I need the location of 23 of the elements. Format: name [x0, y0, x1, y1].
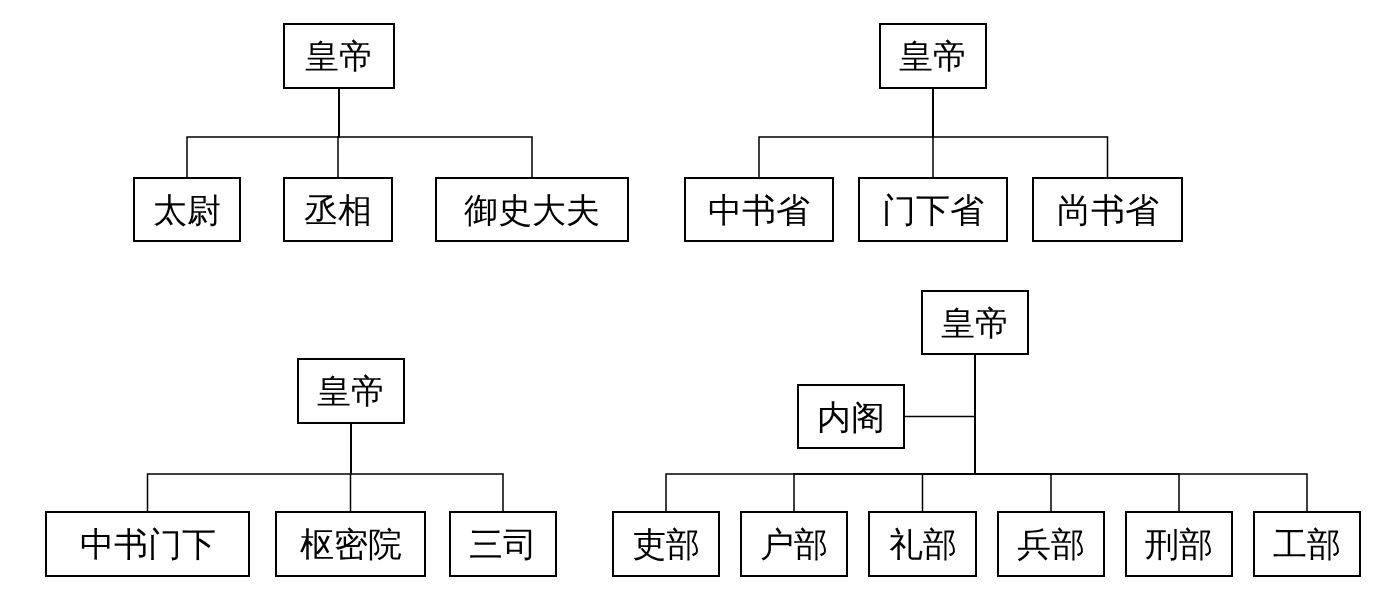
- org-box: 皇帝: [297, 358, 405, 424]
- org-box: 礼部: [868, 511, 977, 577]
- org-box: 皇帝: [921, 290, 1029, 355]
- org-box: 尚书省: [1032, 177, 1183, 242]
- org-box: 吏部: [612, 511, 720, 577]
- org-box: 三司: [449, 511, 557, 577]
- org-box: 太尉: [133, 177, 241, 242]
- org-box: 刑部: [1125, 511, 1233, 577]
- org-box: 丞相: [283, 177, 393, 242]
- connector-line: [350, 423, 504, 512]
- org-box: 中书省: [684, 177, 834, 242]
- org-box: 内阁: [797, 384, 905, 449]
- connector-line: [932, 88, 1109, 178]
- org-box: 枢密院: [275, 511, 426, 577]
- org-box: 御史大夫: [435, 177, 629, 242]
- org-box: 户部: [740, 511, 848, 577]
- org-box: 兵部: [997, 511, 1105, 577]
- org-box: 皇帝: [879, 23, 987, 89]
- connector-line: [338, 88, 533, 178]
- org-box: 门下省: [858, 177, 1008, 242]
- org-box: 中书门下: [45, 511, 250, 577]
- org-box: 工部: [1253, 511, 1361, 577]
- org-box: 皇帝: [283, 23, 395, 89]
